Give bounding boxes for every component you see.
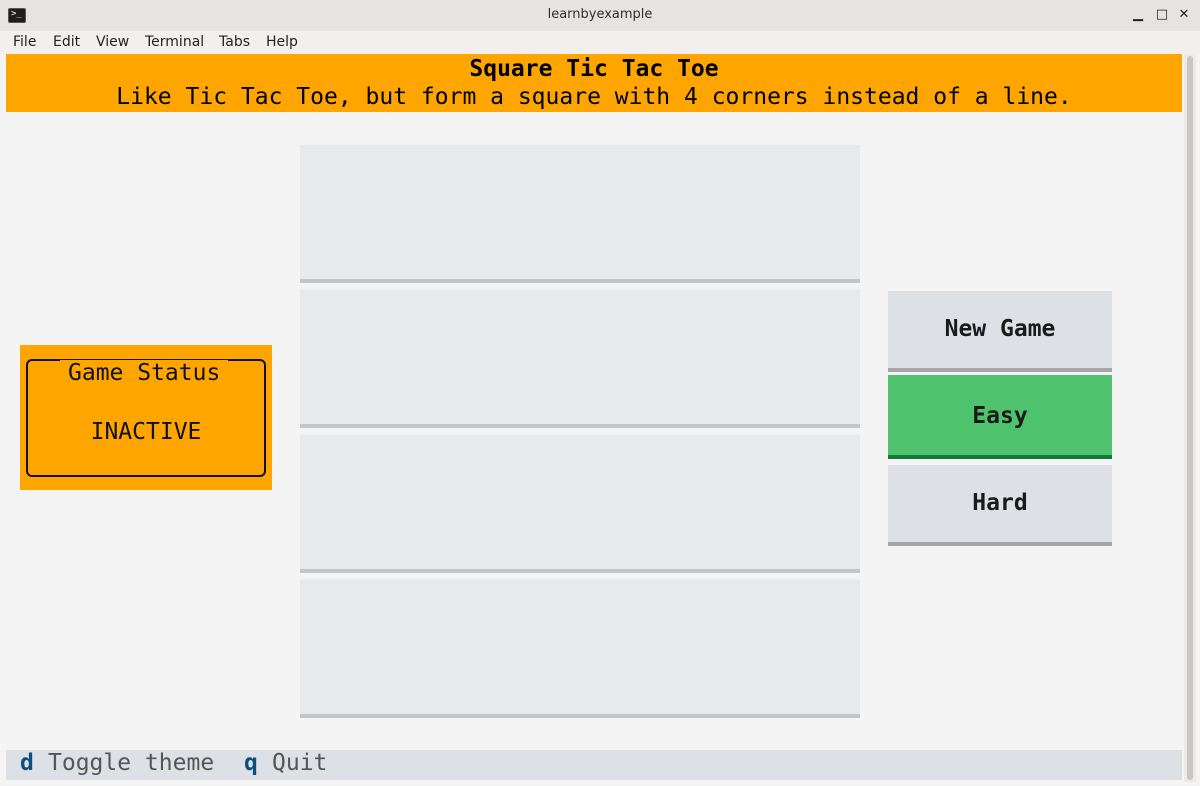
- menu-bar: File Edit View Terminal Tabs Help: [0, 31, 1200, 54]
- menu-file[interactable]: File: [13, 34, 37, 50]
- menu-tabs[interactable]: Tabs: [219, 34, 250, 50]
- game-status-title: Game Status: [60, 360, 229, 386]
- new-game-button[interactable]: New Game: [888, 288, 1112, 372]
- minimize-button[interactable]: ▁: [1133, 7, 1143, 22]
- board-row-4[interactable]: [300, 578, 860, 718]
- key-bindings-footer: d Toggle theme q Quit: [6, 750, 1182, 780]
- terminal-content: Square Tic Tac Toe Like Tic Tac Toe, but…: [6, 54, 1182, 780]
- board-row-3[interactable]: [300, 433, 860, 573]
- terminal-icon: >_: [8, 8, 26, 23]
- title-bar[interactable]: >_ learnbyexample ▁ □ ✕: [0, 0, 1200, 32]
- maximize-button[interactable]: □: [1155, 7, 1169, 22]
- hard-label: Hard: [972, 490, 1028, 516]
- menu-help[interactable]: Help: [266, 34, 298, 50]
- toggle-theme-key[interactable]: d: [20, 750, 34, 776]
- board-row-1[interactable]: [300, 143, 860, 283]
- menu-edit[interactable]: Edit: [53, 34, 81, 50]
- scrollbar-thumb[interactable]: [1187, 56, 1193, 780]
- quit-key[interactable]: q: [244, 750, 258, 776]
- toggle-theme-label[interactable]: Toggle theme: [48, 750, 215, 776]
- menu-terminal[interactable]: Terminal: [145, 34, 205, 50]
- board-row-2[interactable]: [300, 288, 860, 428]
- page-title: Square Tic Tac Toe: [469, 56, 719, 82]
- hard-button[interactable]: Hard: [888, 462, 1112, 546]
- game-status-panel: Game Status INACTIVE: [20, 345, 272, 490]
- game-board: [300, 143, 860, 723]
- new-game-label: New Game: [944, 316, 1056, 342]
- game-status-value: INACTIVE: [90, 419, 202, 445]
- page-subtitle: Like Tic Tac Toe, but form a square with…: [116, 84, 1072, 110]
- close-button[interactable]: ✕: [1178, 7, 1190, 22]
- menu-view[interactable]: View: [96, 34, 130, 50]
- window-title: learnbyexample: [547, 7, 653, 22]
- game-status-frame: Game Status INACTIVE: [26, 359, 266, 477]
- easy-label: Easy: [972, 403, 1028, 429]
- quit-label[interactable]: Quit: [272, 750, 328, 776]
- easy-button[interactable]: Easy: [888, 375, 1112, 459]
- app-header: Square Tic Tac Toe Like Tic Tac Toe, but…: [6, 54, 1182, 112]
